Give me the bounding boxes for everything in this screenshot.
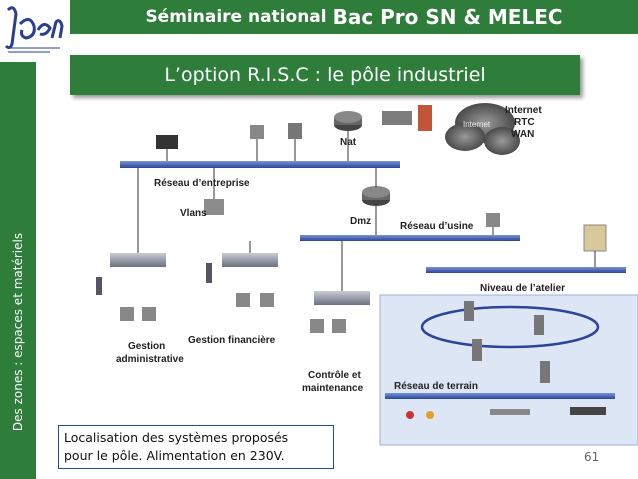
caption-box: Localisation des systèmes proposés pour … [58, 425, 334, 469]
sidebar-text: Des zones : espaces et matériels [11, 232, 25, 432]
factory-backbone [300, 235, 520, 241]
modem-icon [382, 111, 412, 125]
admin-switch-icon [110, 253, 166, 267]
rtc-label: RTC [514, 117, 535, 128]
header-bar: Séminaire national Bac Pro SN & MELEC [70, 0, 638, 34]
admin-pc-icon [120, 307, 134, 321]
slide-subtitle: L’option R.I.S.C : le pôle industriel [70, 55, 580, 95]
internet-cloud [445, 103, 520, 155]
field-network-label: Réseau de terrain [394, 381, 478, 392]
header-title-part1: Séminaire national [145, 7, 327, 27]
display-icon [570, 407, 606, 415]
admin-label-line2: administrative [116, 354, 184, 365]
admin-label-line1: Gestion [128, 341, 165, 352]
plc-icon [464, 301, 474, 321]
rack-server-icon [156, 135, 178, 149]
network-diagram: Internet Internet RTC WAN Nat Réseau d’e… [96, 103, 638, 446]
caption-line2: pour le pôle. Alimentation en 230V. [64, 448, 285, 463]
control-label-line1: Contrôle et [308, 370, 361, 381]
header-title-part2: Bac Pro SN & MELEC [332, 5, 563, 29]
enterprise-network-label: Réseau d’entreprise [154, 178, 250, 189]
factory-network-label: Réseau d’usine [400, 221, 474, 232]
vlan-switch-icon [204, 199, 224, 215]
finance-pc-icon [236, 293, 250, 307]
internet-label: Internet [505, 105, 542, 116]
finance-label: Gestion financière [188, 335, 276, 346]
vlans-label: Vlans [180, 208, 207, 219]
finance-switch-icon [222, 253, 278, 267]
plc3-icon [472, 339, 482, 361]
nat-router-icon [334, 111, 362, 131]
igen-logo [0, 0, 70, 62]
sensor-icon [406, 411, 414, 419]
sidebar: Des zones : espaces et matériels [0, 62, 36, 479]
conveyor-icon [490, 409, 530, 415]
factory-pc-icon [486, 213, 500, 227]
control-switch-icon [314, 291, 370, 305]
wan-label: WAN [511, 129, 534, 140]
dmz-label: Dmz [350, 216, 371, 227]
enterprise-backbone [120, 161, 400, 168]
finance-pc2-icon [260, 293, 274, 307]
server-icon [288, 123, 302, 139]
admin-pc2-icon [142, 307, 156, 321]
admin-antenna-icon [96, 277, 102, 295]
plc4-icon [540, 361, 550, 383]
control-label-line2: maintenance [302, 383, 364, 394]
caption-line1: Localisation des systèmes proposés [64, 430, 289, 445]
workshop-ring [420, 305, 600, 349]
workshop-backbone [426, 267, 626, 273]
dmz-router-icon [362, 186, 390, 206]
nat-label: Nat [340, 137, 357, 148]
field-backbone [385, 393, 615, 399]
cabinet-icon [583, 224, 607, 252]
plc2-icon [534, 315, 544, 335]
workshop-level-label: Niveau de l’atelier [480, 283, 565, 294]
page-number: 61 [584, 450, 600, 464]
cloud-label: Internet [463, 120, 491, 129]
workshop-zone [379, 294, 638, 446]
control-pc-icon [310, 319, 324, 333]
finance-antenna-icon [206, 263, 212, 283]
control-pc2-icon [332, 319, 346, 333]
workstation-icon [250, 125, 264, 139]
sensor2-icon [426, 411, 434, 419]
firewall-icon [418, 105, 432, 131]
